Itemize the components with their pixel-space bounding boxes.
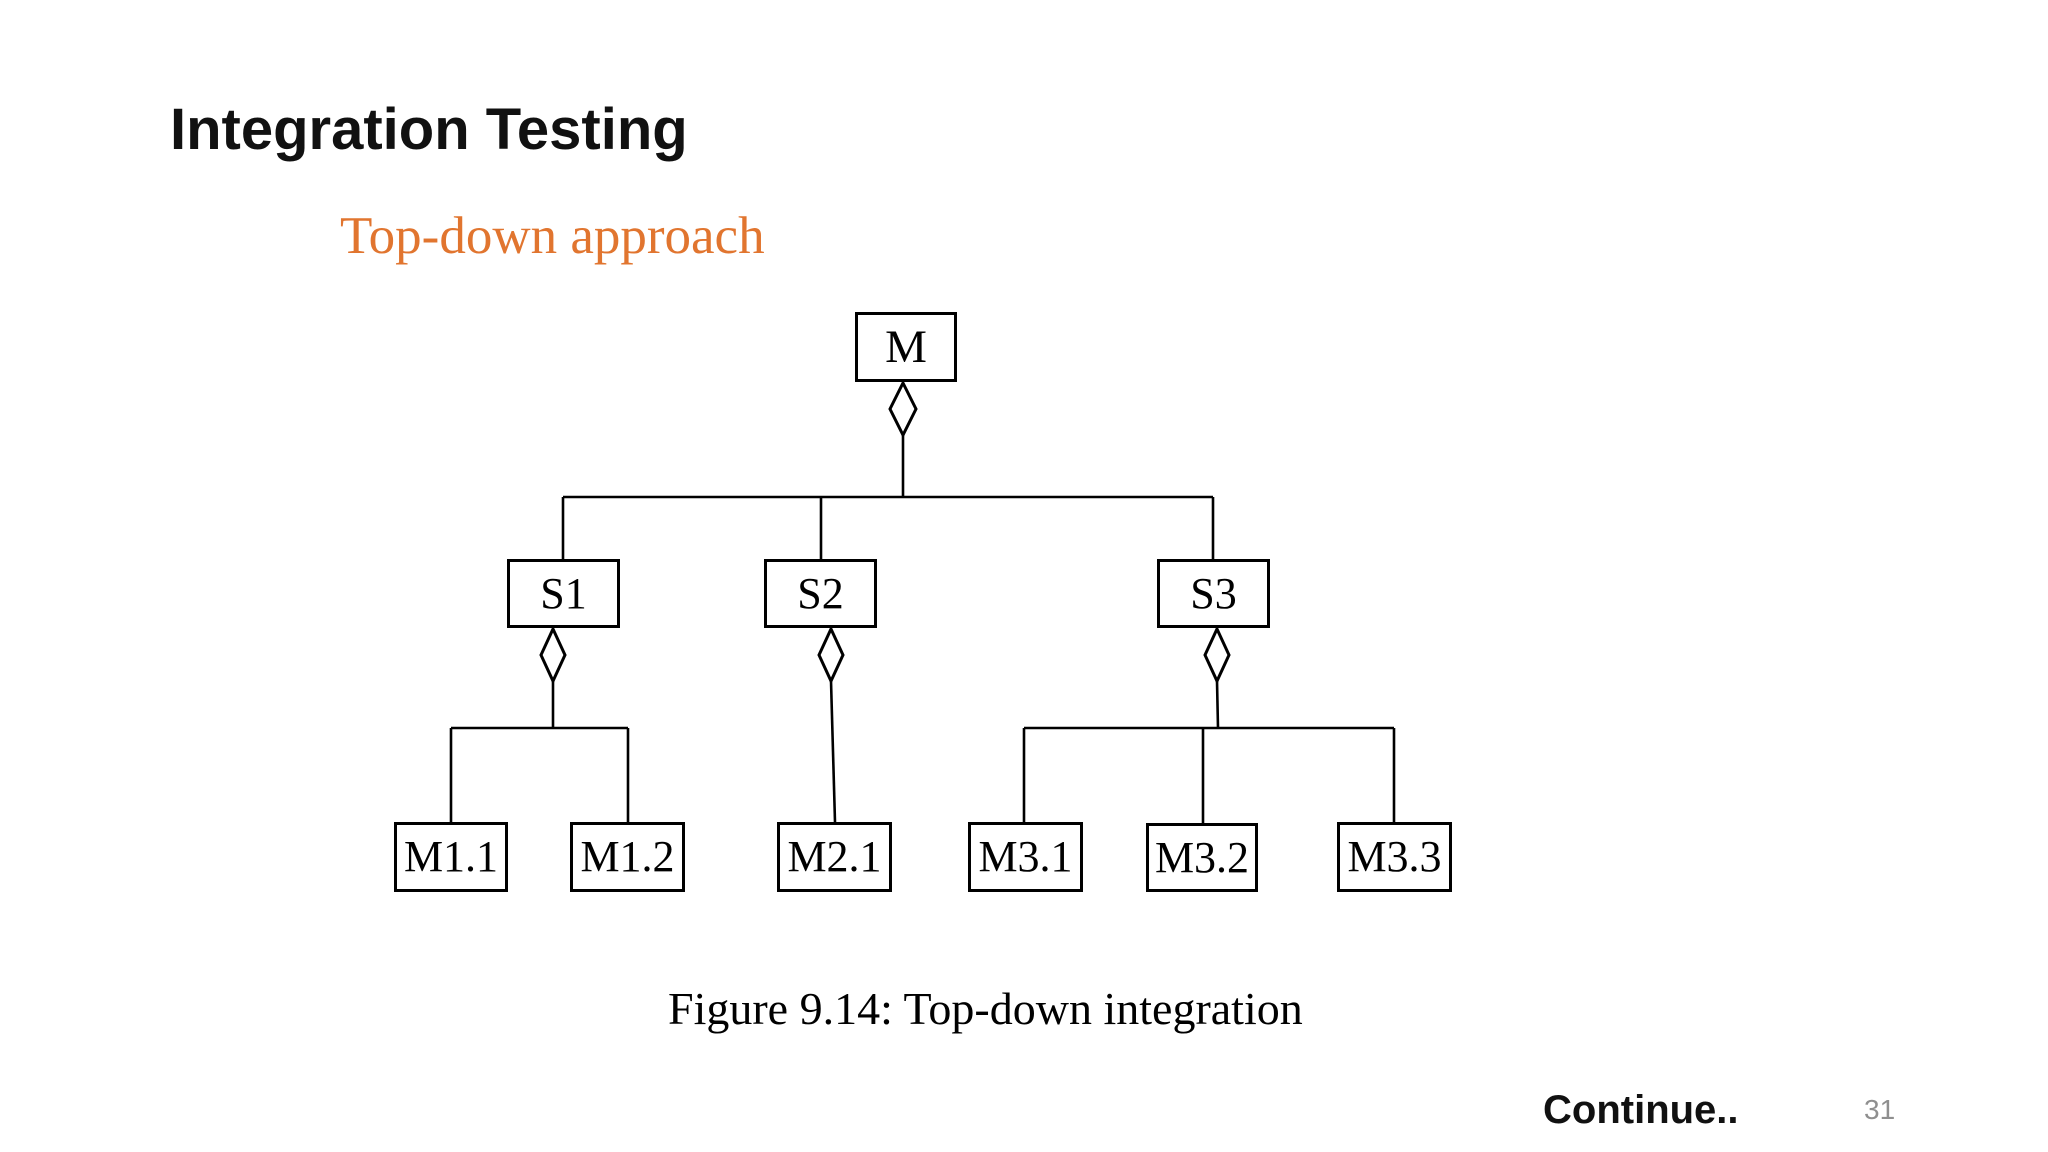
aggregation-diamond-m bbox=[888, 379, 918, 439]
aggregation-diamond-s1 bbox=[539, 625, 567, 685]
node-m3-1: M3.1 bbox=[968, 822, 1083, 892]
node-s3: S3 bbox=[1157, 559, 1270, 628]
slide-title: Integration Testing bbox=[170, 97, 688, 162]
node-m3-3: M3.3 bbox=[1337, 822, 1452, 892]
node-s1: S1 bbox=[507, 559, 620, 628]
node-s2: S2 bbox=[764, 559, 877, 628]
page-number: 31 bbox=[1864, 1094, 1896, 1125]
figure-caption: Figure 9.14: Top-down integration bbox=[668, 983, 1303, 1034]
aggregation-diamond-s2 bbox=[817, 625, 845, 685]
aggregation-diamond-s3 bbox=[1203, 625, 1231, 685]
node-m: M bbox=[855, 312, 957, 382]
slide-subtitle: Top-down approach bbox=[340, 207, 765, 265]
node-m2-1: M2.1 bbox=[777, 822, 892, 892]
edge-s2-m2-1 bbox=[829, 680, 837, 823]
node-m3-2: M3.2 bbox=[1146, 823, 1258, 892]
node-m1-1: M1.1 bbox=[394, 822, 508, 892]
node-m1-2: M1.2 bbox=[570, 822, 685, 892]
continue-label: Continue.. bbox=[1543, 1088, 1739, 1132]
edge-s3-trunk bbox=[1215, 680, 1220, 729]
